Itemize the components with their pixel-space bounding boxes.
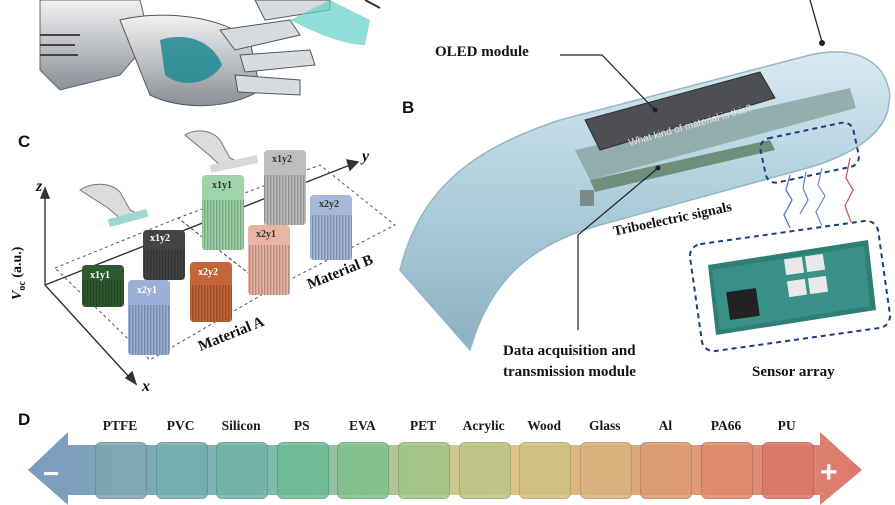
material-label: Al: [658, 418, 673, 433]
axis-y-label: y: [362, 148, 370, 165]
oled-leader-line: [560, 54, 656, 111]
signal-block-a-x2y1: [128, 280, 170, 355]
signal-block-a-x2y2: [190, 262, 232, 322]
material-swatch: [701, 442, 753, 499]
panel-b-letter: B: [402, 98, 415, 117]
voc-unit: (a.u.): [10, 246, 25, 278]
cell-label-b-x2y1: x2y1: [256, 229, 276, 240]
scale-minus-sign: −: [43, 458, 60, 489]
voc-axis-label: Voc (a.u.): [10, 247, 28, 300]
material-label: Glass: [589, 418, 621, 433]
material-label: EVA: [349, 418, 376, 433]
signal-block-b-x2y2: [310, 195, 352, 260]
material-swatch: [640, 442, 693, 499]
material-swatch: [519, 442, 572, 499]
electrode-dashed-box: [759, 121, 860, 184]
material-swatch: [216, 442, 269, 499]
material-swatch: [579, 442, 632, 499]
cell-label-a-x2y2: x2y2: [198, 267, 218, 278]
material-label: Acrylic: [462, 418, 505, 433]
small-hand-icon-2: [184, 130, 259, 173]
cell-label-b-x1y1: x1y1: [212, 180, 232, 191]
robot-hand-illustration: [39, 0, 381, 107]
signal-block-a-x1y2: [143, 230, 185, 280]
material-label: PU: [777, 418, 796, 433]
material-swatch: [155, 442, 208, 499]
material-label: PTFE: [102, 418, 138, 433]
signal-block-b-x2y1: [248, 225, 290, 295]
material-label: Wood: [527, 418, 562, 433]
small-hand-icon-1: [79, 183, 149, 228]
sensor-array-label: Sensor array: [752, 364, 835, 380]
material-b-region: [176, 164, 396, 291]
cell-label-a-x1y1: x1y1: [90, 270, 110, 281]
cell-label-b-x1y2: x1y2: [272, 154, 292, 165]
data-module-leader-line: [577, 167, 659, 330]
axis-x-label: x: [142, 378, 150, 395]
material-swatch: [398, 442, 450, 499]
signal-block-b-x1y2: [264, 150, 306, 225]
scale-plus-sign: +: [820, 456, 838, 489]
material-label: PVC: [166, 418, 195, 433]
voc-sub: oc: [16, 281, 28, 291]
tube-device-illustration: [399, 0, 891, 352]
triboelectric-signal-lines: [783, 157, 854, 229]
material-swatch: [761, 442, 814, 499]
material-label: PET: [409, 418, 437, 433]
panel-d-letter: D: [18, 410, 31, 429]
material-swatch: [276, 442, 329, 499]
voc-v: V: [10, 290, 25, 300]
oled-module-label: OLED module: [435, 44, 529, 60]
data-module-label-line1: Data acquisition and: [503, 343, 636, 359]
material-label: PA66: [710, 418, 742, 433]
cell-label-b-x2y2: x2y2: [319, 199, 339, 210]
signal-block-b-x1y1: [202, 175, 244, 250]
sensor-array-illustration: [688, 219, 892, 353]
data-module-label-line2: transmission module: [503, 364, 636, 380]
panel-c-letter: C: [18, 132, 31, 151]
material-label: PS: [293, 418, 310, 433]
cell-label-a-x2y1: x2y1: [137, 285, 157, 296]
axis-z-label: z: [36, 178, 43, 195]
material-swatch: [337, 442, 390, 499]
material-a-region: [54, 217, 271, 361]
material-swatch: [95, 442, 147, 499]
material-label: Silicon: [221, 418, 261, 433]
signal-block-a-x1y1: [82, 265, 124, 307]
material-swatch: [458, 442, 511, 499]
cell-label-a-x1y2: x1y2: [150, 233, 170, 244]
